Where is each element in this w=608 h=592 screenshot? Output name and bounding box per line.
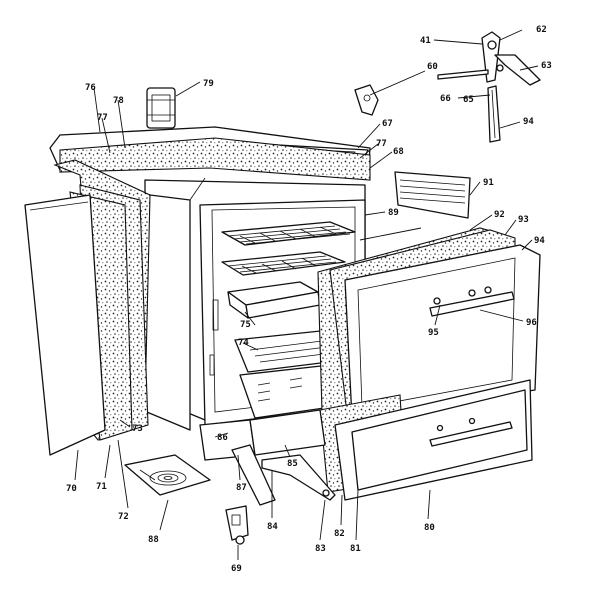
door-latch-clip [354,84,379,116]
vent-pipe [146,87,176,129]
part-label-72: 72 [118,512,129,522]
part-label-91: 91 [483,178,494,188]
part-label-93: 93 [518,215,529,225]
part-label-92: 92 [494,210,505,220]
part-label-86: 86 [217,433,228,443]
valve-bracket [225,505,249,545]
part-label-74: 74 [238,338,249,348]
part-label-87: 87 [236,483,247,493]
part-label-63: 63 [541,61,552,71]
oven-rack-upper [221,221,356,246]
part-label-60-top: 60 [427,62,438,72]
part-label-67: 67 [382,119,393,129]
part-label-68: 68 [393,147,404,157]
door-hinge-assembly [437,31,541,86]
part-label-65-top: 65 [463,95,474,105]
part-label-94: 94 [534,236,545,246]
part-label-83: 83 [315,544,326,554]
part-label-94-top: 94 [523,117,534,127]
part-label-76: 76 [85,83,96,93]
oven-rack-lower [221,251,346,276]
part-label-85: 85 [287,459,298,469]
part-label-70: 70 [66,484,77,494]
part-label-41: 41 [420,36,431,46]
part-label-88: 88 [148,535,159,545]
bottom-bracket [261,454,336,501]
part-label-81: 81 [350,544,361,554]
part-label-73: 73 [132,424,143,434]
part-label-75: 75 [240,320,251,330]
hinge-bar [487,85,501,143]
part-label-80: 80 [424,523,435,533]
kick-plate [199,409,326,461]
part-label-89: 89 [388,208,399,218]
part-label-71: 71 [96,482,107,492]
part-label-77-left: 77 [97,113,108,123]
part-label-77-right: 77 [376,139,387,149]
part-label-66-top: 66 [440,94,451,104]
part-label-69: 69 [231,564,242,574]
broiler-compartment [209,329,346,419]
leveling-rail [231,444,276,506]
part-labels: 41 62 63 60 66 65 94 79 76 78 77 67 77 6… [66,25,552,574]
part-label-82: 82 [334,529,345,539]
broiler-drawer-handle [429,417,513,447]
part-label-95: 95 [428,328,439,338]
part-label-79: 79 [203,79,214,89]
part-label-62: 62 [536,25,547,35]
part-label-96: 96 [526,318,537,328]
side-panel-assembly [24,184,149,456]
oven-door [317,227,541,423]
oven-door-handle [429,286,515,317]
burner-base-plate [124,454,211,496]
leader-lines [74,29,539,560]
heat-shield-bracket [394,171,471,219]
part-label-84: 84 [267,522,278,532]
broiler-drawer-front [319,379,533,501]
part-label-78: 78 [113,96,124,106]
